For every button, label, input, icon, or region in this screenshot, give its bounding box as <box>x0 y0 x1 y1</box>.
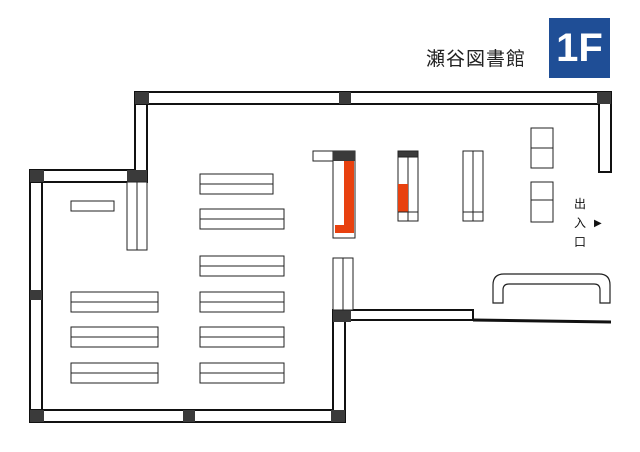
bench <box>492 273 611 304</box>
counter-desk <box>312 150 356 239</box>
pillar <box>333 310 351 322</box>
entrance-char: 出 <box>574 197 587 211</box>
shelves-center <box>199 173 285 384</box>
shelf-header <box>397 150 419 158</box>
pillar <box>135 92 149 104</box>
wall-bottom-right-line <box>472 318 612 324</box>
wall-left-top <box>29 169 138 183</box>
counter-highlight <box>335 161 354 233</box>
shelf-highlight <box>398 184 408 212</box>
wall-top <box>134 91 612 105</box>
map-header: 瀬谷図書館 1F <box>0 0 640 90</box>
pillar <box>30 290 42 300</box>
entrance-char: 口 <box>574 235 587 249</box>
shelf <box>530 181 554 223</box>
wall-upper-left <box>134 91 148 183</box>
pillar <box>331 410 345 422</box>
library-name: 瀬谷図書館 <box>426 48 527 70</box>
wall-bottom-right <box>332 309 474 321</box>
entrance-label: 出 入 口 ▶ <box>574 195 606 252</box>
pillar <box>30 170 44 182</box>
pillar <box>339 92 351 104</box>
entrance-arrow-icon: ▶ <box>594 218 602 229</box>
pillar <box>30 410 44 422</box>
pillar <box>597 92 611 104</box>
shelves-left-room <box>70 181 159 384</box>
floor-badge: 1F <box>549 18 610 78</box>
counter-pillar <box>333 151 355 161</box>
highlighted-shelf <box>397 150 419 222</box>
shelf <box>70 200 115 212</box>
pillar <box>183 410 195 422</box>
wall-mid-vertical <box>332 312 346 423</box>
pillar <box>127 170 147 182</box>
pillars <box>30 92 611 422</box>
shelves-right <box>332 127 554 311</box>
entrance-char: 入 <box>574 216 587 230</box>
